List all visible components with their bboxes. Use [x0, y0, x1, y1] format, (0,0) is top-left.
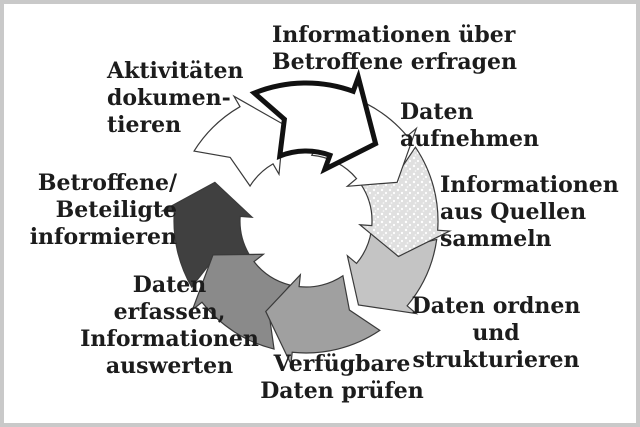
cycle-arrow-step-4	[346, 229, 438, 315]
step-label-aktivitaeten-dokumentieren: Aktivitäten dokumen- tieren	[107, 58, 244, 138]
cycle-arrow-step-6	[191, 253, 292, 350]
step-label-daten-ordnen-und-strukturieren: Daten ordnen und strukturieren	[411, 293, 581, 373]
step-label-informationen-aus-quellen-sammeln: Informationen aus Quellen sammeln	[440, 172, 619, 252]
cycle-diagram	[160, 68, 452, 367]
cycle-arrow-step-5	[265, 272, 381, 367]
cycle-arrow-step-1	[249, 68, 379, 175]
cycle-arrow-step-3	[358, 146, 452, 258]
step-label-daten-erfassen-informationen-auswerten: Daten erfassen, Informationen auswerten	[80, 272, 259, 379]
step-label-betroffene-beteiligte-informieren: Betroffene/ Beteiligte informieren	[29, 170, 177, 250]
cycle-arrow-step-7	[160, 181, 254, 289]
step-label-verfuegbare-daten-pruefen: Verfügbare Daten prüfen	[260, 351, 424, 404]
step-label-daten-aufnehmen: Daten aufnehmen	[400, 99, 539, 152]
step-label-informationen-ueber-betroffene-erfragen: Informationen über Betroffene erfragen	[272, 22, 517, 75]
